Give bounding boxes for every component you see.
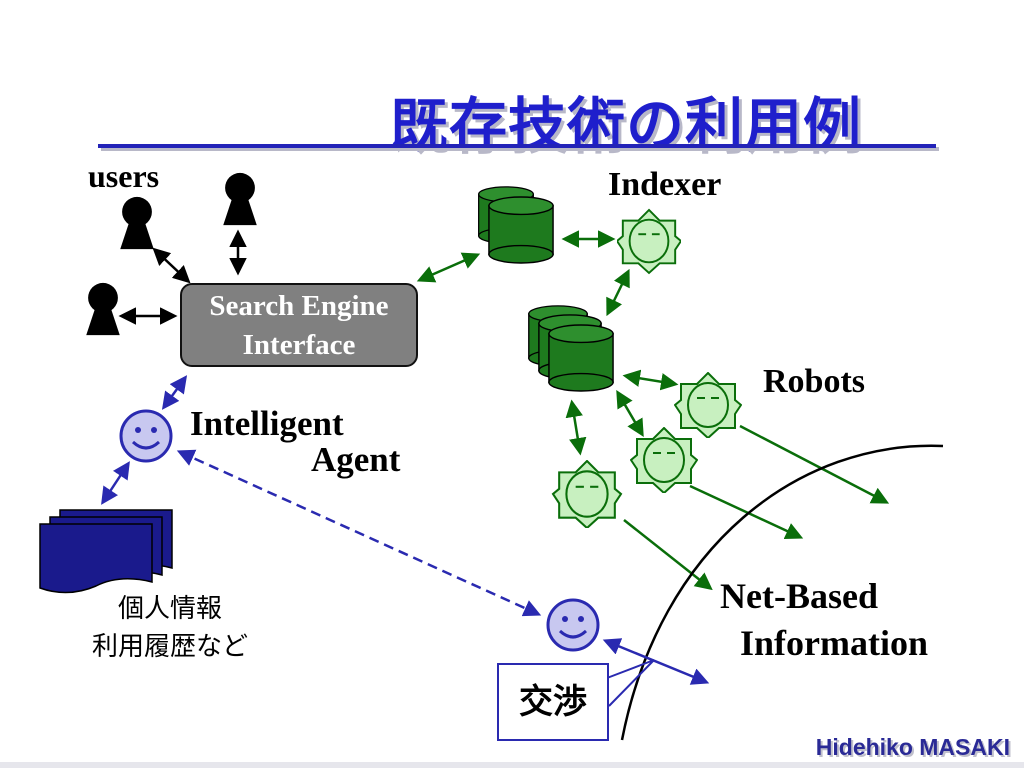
personal-info-line1: 個人情報: [117, 594, 222, 624]
smiley-agent-icon: [119, 409, 173, 463]
robot-crawl-arrow: [739, 424, 890, 504]
db-robot-arrow: [565, 399, 587, 456]
title-underline: [98, 144, 936, 148]
document-stack-icon: [39, 509, 173, 594]
agent-label: Agent: [311, 440, 401, 479]
callout-pointer: [606, 659, 655, 707]
footer-band: [0, 762, 1024, 768]
users-label: users: [88, 158, 160, 194]
agent-dashed-arrow: [176, 449, 542, 617]
sei-db-arrow: [416, 252, 481, 283]
database-icon-store: [528, 305, 614, 392]
robot-crawl-arrow: [623, 519, 713, 591]
robot-icon: [630, 427, 698, 493]
indexer-label: Indexer: [608, 166, 722, 203]
user-icon: [223, 172, 257, 226]
robot-icon: [551, 460, 623, 528]
agent-sei-arrow: [161, 375, 188, 410]
database-icon-index: [478, 186, 554, 264]
net-based-label: Net-Based: [720, 576, 878, 616]
db-robot-arrow: [622, 369, 679, 391]
personal-info-label: 個人情報 利用履歴など: [60, 590, 280, 666]
search-engine-interface-box: Search Engine Interface: [180, 283, 418, 367]
agent-personal-arrow: [101, 461, 130, 505]
robot-crawl-arrow: [689, 484, 804, 540]
agent-negotiation-arrow: [602, 638, 710, 685]
information-label: Information: [740, 623, 928, 663]
smiley-agent-icon-remote: [546, 598, 600, 652]
robot-icon-indexer: [617, 208, 681, 275]
user-icon: [86, 282, 120, 336]
author-footer: Hidehiko MASAKI: [815, 734, 1010, 760]
indexer-db-arrow: [606, 268, 630, 317]
db-robot-arrow: [616, 389, 644, 438]
sei-label-line1: Search Engine: [209, 290, 389, 322]
personal-info-line2: 利用履歴など: [91, 632, 248, 662]
robots-label: Robots: [763, 363, 866, 400]
robot-icon: [674, 372, 742, 438]
intelligent-label: Intelligent: [190, 404, 344, 443]
user-link-arrow: [152, 247, 191, 284]
user-icon: [120, 196, 154, 250]
sei-label-line2: Interface: [242, 329, 356, 361]
negotiation-callout: 交渉: [497, 663, 609, 741]
